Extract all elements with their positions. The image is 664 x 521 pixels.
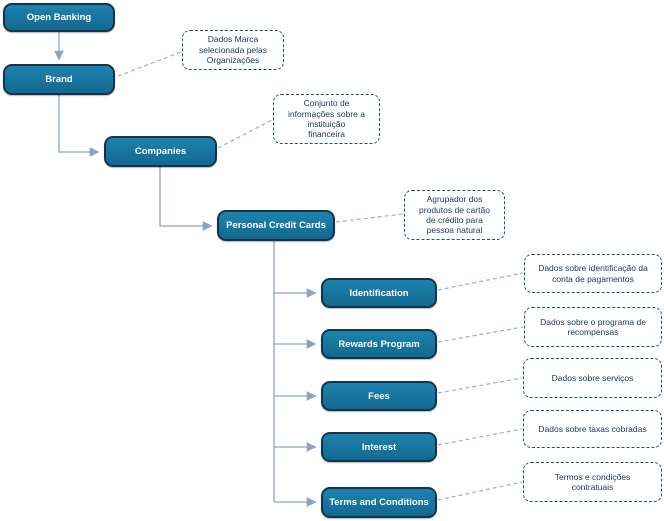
leader-identification-note (437, 272, 524, 291)
node-terms-and-conditions[interactable]: Terms and Conditions (321, 487, 437, 518)
annotation-brand: Dados Marca selecionada pelas Organizaçõ… (182, 30, 284, 70)
annotation-rewards-program: Dados sobre o programa de recompensas (524, 307, 662, 347)
leader-interest-note (437, 428, 523, 446)
edge-companies-personal-credit-cards (159, 167, 213, 231)
leader-brand-note (117, 51, 182, 77)
annotation-fees: Dados sobre serviços (523, 358, 662, 398)
node-companies[interactable]: Companies (104, 136, 217, 167)
node-fees[interactable]: Fees (321, 381, 437, 411)
node-interest[interactable]: Interest (321, 432, 437, 462)
leader-rewards-program-note (437, 326, 524, 343)
edge-brand-companies (58, 95, 100, 157)
annotation-terms-and-conditions: Termos e condições contratuais (523, 462, 662, 502)
annotation-personal-credit-cards: Agrupador dos produtos de cartão de créd… (404, 190, 505, 240)
leader-terms-and-conditions-note (437, 481, 523, 501)
annotation-interest: Dados sobre taxas cobradas (523, 410, 662, 448)
node-personal-credit-cards[interactable]: Personal Credit Cards (217, 210, 335, 241)
annotation-companies: Conjunto de informações sobre a institui… (273, 94, 380, 144)
node-identification[interactable]: Identification (321, 278, 437, 308)
leader-fees-note (437, 377, 523, 394)
leader-companies-note (217, 119, 273, 149)
node-brand[interactable]: Brand (3, 64, 115, 95)
leader-personal-credit-cards-note (335, 213, 404, 223)
node-open-banking[interactable]: Open Banking (3, 3, 115, 32)
node-rewards-program[interactable]: Rewards Program (321, 329, 437, 359)
annotation-identification: Dados sobre identificação da conta de pa… (524, 254, 662, 293)
